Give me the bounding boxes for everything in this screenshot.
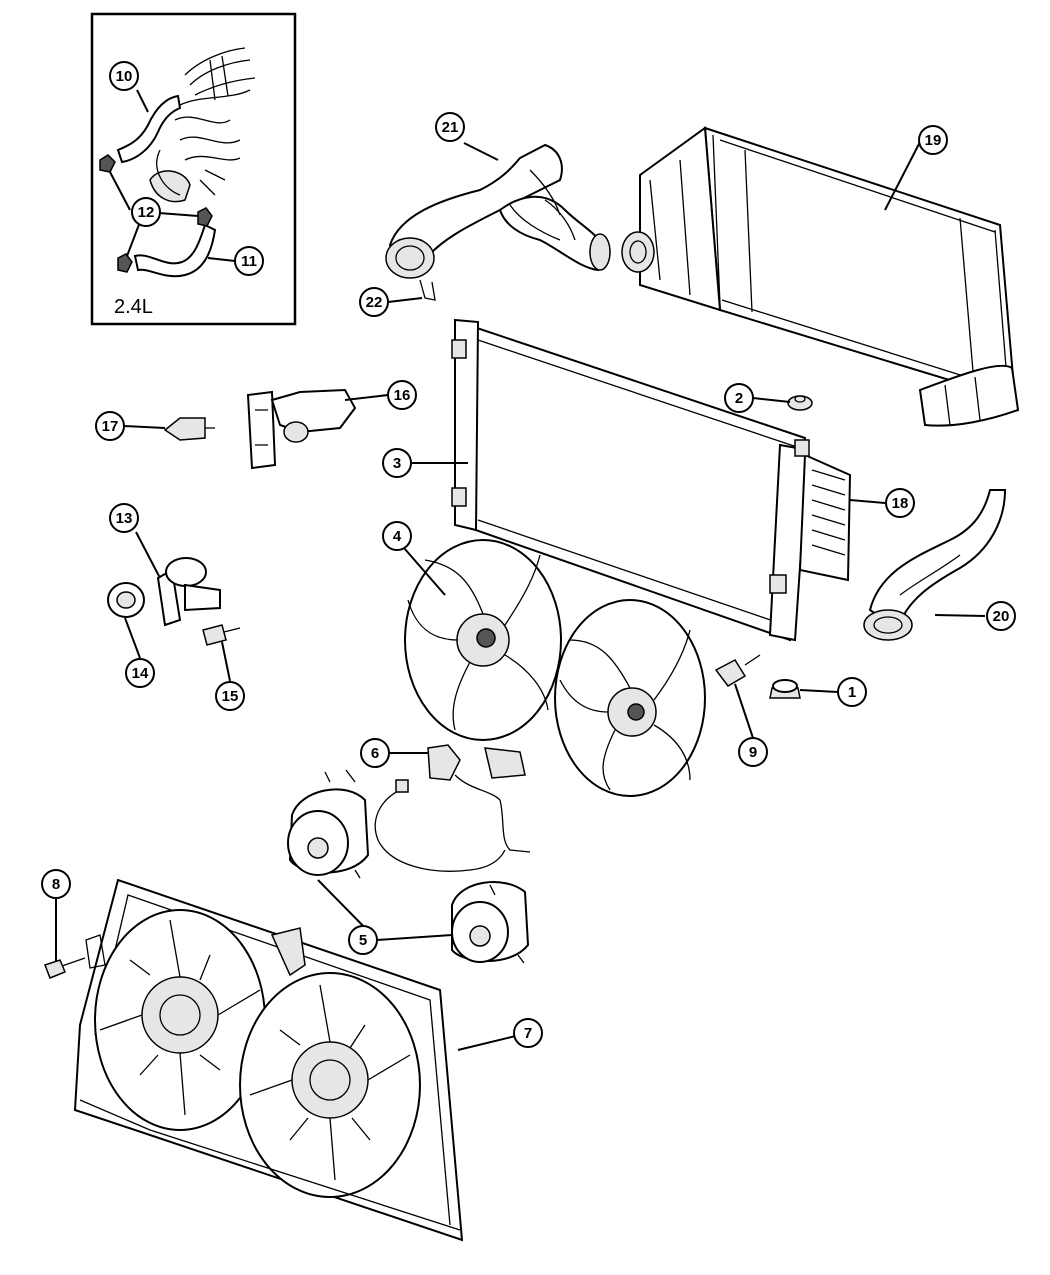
svg-text:13: 13 xyxy=(116,510,133,527)
fan-shroud xyxy=(73,878,464,1242)
svg-text:3: 3 xyxy=(393,455,401,472)
drain-plug xyxy=(769,679,801,699)
svg-text:8: 8 xyxy=(52,876,60,893)
temp-sensor xyxy=(714,654,761,687)
thermostat xyxy=(107,582,145,618)
svg-text:7: 7 xyxy=(524,1025,532,1042)
radiator xyxy=(451,318,852,642)
fan-motor-lower xyxy=(451,881,530,964)
callout-18: 18 xyxy=(885,488,915,518)
radiator-cap xyxy=(787,395,813,411)
svg-text:10: 10 xyxy=(116,68,133,85)
callout-19: 19 xyxy=(918,125,948,155)
thermostat-housing xyxy=(246,388,357,470)
callout-1: 1 xyxy=(837,677,867,707)
callout-21: 21 xyxy=(435,112,465,142)
svg-text:18: 18 xyxy=(892,495,909,512)
svg-text:22: 22 xyxy=(366,294,383,311)
inset-label: 2.4L xyxy=(114,296,153,318)
callout-22: 22 xyxy=(359,287,389,317)
outlet-bolt xyxy=(202,624,241,646)
fan-wiring-harness xyxy=(345,744,531,872)
hose-clamps-2-4l xyxy=(99,154,213,273)
callout-2: 2 xyxy=(724,383,754,413)
callout-12: 12 xyxy=(131,197,161,227)
svg-text:9: 9 xyxy=(749,744,757,761)
cooling-fan-small xyxy=(554,599,706,797)
svg-text:2: 2 xyxy=(735,390,743,407)
intercooler xyxy=(621,126,1020,427)
svg-text:1: 1 xyxy=(848,684,856,701)
callout-6: 6 xyxy=(360,738,390,768)
svg-text:17: 17 xyxy=(102,418,119,435)
callout-4: 4 xyxy=(382,521,412,551)
svg-text:4: 4 xyxy=(393,528,402,545)
callout-17: 17 xyxy=(95,411,125,441)
svg-text:21: 21 xyxy=(442,119,459,136)
callout-10: 10 xyxy=(109,61,139,91)
callout-5: 5 xyxy=(348,925,378,955)
callout-11: 11 xyxy=(234,246,264,276)
callout-13: 13 xyxy=(109,503,139,533)
svg-text:12: 12 xyxy=(138,204,155,221)
svg-text:20: 20 xyxy=(993,608,1010,625)
cooling-fan-large xyxy=(404,539,562,741)
svg-text:5: 5 xyxy=(359,932,367,949)
callout-16: 16 xyxy=(387,380,417,410)
charge-air-duct xyxy=(385,143,611,301)
inset-engine-hoses xyxy=(149,47,256,203)
svg-text:16: 16 xyxy=(394,387,411,404)
callout-15: 15 xyxy=(215,681,245,711)
outlet-hose xyxy=(863,489,1007,641)
callout-20: 20 xyxy=(986,601,1016,631)
shroud-bolt xyxy=(44,957,86,979)
callout-8: 8 xyxy=(41,869,71,899)
svg-text:11: 11 xyxy=(241,253,257,270)
fan-motor-upper xyxy=(287,771,370,879)
svg-text:15: 15 xyxy=(222,688,239,705)
upper-hose-2-4l xyxy=(116,94,182,164)
callout-9: 9 xyxy=(738,737,768,767)
callout-3: 3 xyxy=(382,448,412,478)
lower-hose-2-4l xyxy=(133,223,217,278)
svg-text:19: 19 xyxy=(925,132,942,149)
svg-text:14: 14 xyxy=(132,665,149,682)
inset-2-4l: 2.4L xyxy=(90,12,297,326)
svg-text:6: 6 xyxy=(371,745,379,762)
coolant-temp-sensor xyxy=(163,417,215,441)
callout-7: 7 xyxy=(513,1018,543,1048)
water-outlet xyxy=(156,557,221,627)
callout-14: 14 xyxy=(125,658,155,688)
